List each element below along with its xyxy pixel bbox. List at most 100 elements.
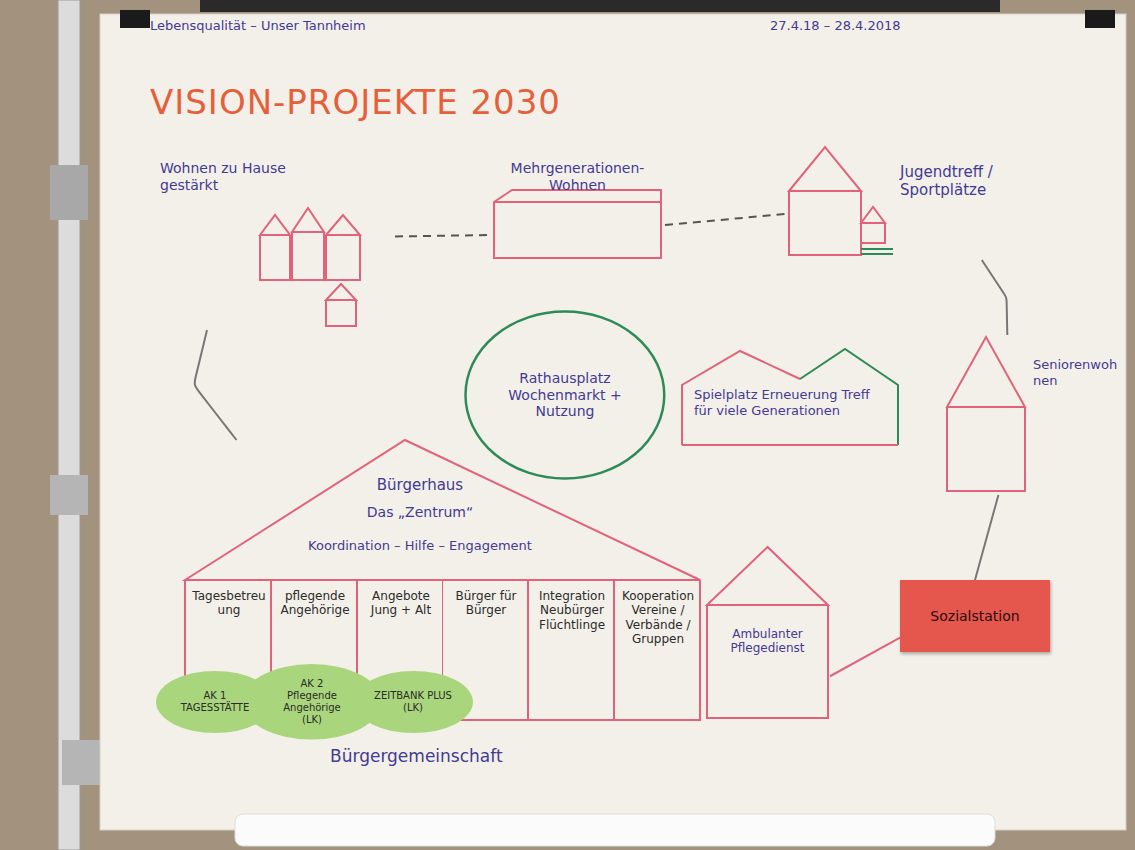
stand-clamp bbox=[62, 740, 100, 785]
house-outline bbox=[861, 207, 885, 243]
top-shadow bbox=[200, 0, 1000, 12]
ground-line bbox=[861, 249, 893, 254]
column-box: Integration Neubürger Flüchtlinge bbox=[528, 580, 614, 720]
house-outline bbox=[292, 208, 324, 280]
paper-sheet bbox=[100, 14, 1126, 830]
housing-cluster: Wohnen zu Hause gestärkt bbox=[160, 160, 395, 330]
node-text: Wohnen zu Hause gestärkt bbox=[160, 160, 310, 194]
house-outline bbox=[789, 147, 861, 255]
node-text: TAGESSTÄTTE bbox=[181, 702, 250, 714]
note-label: 27.4.18 – 28.4.2018 bbox=[770, 18, 1070, 34]
shape-outline bbox=[785, 145, 1025, 260]
text-slot: Wohnen zu Hause gestärkt bbox=[160, 160, 310, 194]
node-text: Bürger für Bürger bbox=[447, 589, 525, 618]
label-slot: Bürgergemeinschaft bbox=[330, 746, 590, 766]
text-slot: Jugendtreff / Sportplätze bbox=[900, 163, 1022, 199]
node-text: Sozialstation bbox=[930, 608, 1019, 625]
label-slot: 27.4.18 – 28.4.2018 bbox=[770, 18, 1070, 34]
node-text: Pflegende Angehörige bbox=[266, 690, 358, 714]
node-text: Kooperation Vereine / Verbände / Gruppen bbox=[619, 589, 697, 647]
text-slot: Integration Neubürger Flüchtlinge bbox=[533, 589, 611, 632]
column-box: Bürger für Bürger bbox=[442, 580, 528, 720]
house-outline bbox=[260, 215, 290, 280]
house-outline bbox=[947, 337, 1025, 491]
node-text: Angebote Jung + Alt bbox=[362, 589, 440, 618]
text-slot: Seniorenwohnen bbox=[1033, 357, 1119, 388]
text-slot: Koordination – Hilfe – Engagement bbox=[255, 538, 585, 554]
roof-outline bbox=[185, 440, 700, 580]
sticky-note: Sozialstation bbox=[900, 580, 1050, 652]
house-outline bbox=[326, 215, 360, 280]
stand-pole bbox=[58, 0, 80, 850]
house-outline bbox=[185, 580, 700, 720]
node-text: (LK) bbox=[302, 714, 322, 726]
connector-line bbox=[195, 330, 237, 440]
paper-roll bbox=[235, 814, 995, 846]
community-house: BürgerhausDas „Zentrum“ Koordination – Hi… bbox=[185, 440, 700, 720]
connector-line bbox=[665, 214, 785, 225]
oval-fill bbox=[242, 664, 381, 740]
node-text: pflegende Angehörige bbox=[276, 589, 354, 618]
node-text: Spielplatz Erneuerung Treff für viele Ge… bbox=[694, 387, 886, 418]
house-outline bbox=[326, 284, 356, 326]
binder-clip bbox=[120, 10, 150, 28]
circle-outline bbox=[466, 312, 665, 479]
stand-clamp bbox=[50, 165, 88, 220]
node-text: Bürgerhaus bbox=[300, 476, 540, 494]
node-text: Seniorenwohnen bbox=[1033, 357, 1119, 388]
house-outline bbox=[707, 547, 828, 718]
workgroup-oval: AK 2Pflegende Angehörige(LK) bbox=[242, 664, 381, 740]
connector-line bbox=[982, 260, 1008, 335]
node-text: Mehrgenerationen-Wohnen bbox=[490, 160, 665, 194]
connector-line bbox=[395, 235, 490, 237]
care-house: Ambulanter Pflegedienst bbox=[705, 545, 830, 720]
stand-clamp bbox=[50, 475, 88, 515]
node-text: Tagesbetreuung bbox=[190, 589, 268, 618]
note-label: Lebensqualität – Unser Tannheim bbox=[150, 18, 570, 34]
node-text: Koordination – Hilfe – Engagement bbox=[255, 538, 585, 554]
senior-house: Seniorenwohnen bbox=[945, 335, 1123, 495]
note-label: Bürgergemeinschaft bbox=[330, 746, 590, 766]
label-slot: Lebensqualität – Unser Tannheim bbox=[150, 18, 570, 34]
binder-clip bbox=[1085, 10, 1115, 28]
node-text: Jugendtreff / Sportplätze bbox=[900, 163, 1022, 199]
text-slot: Das „Zentrum“ bbox=[300, 504, 540, 521]
connector-line bbox=[830, 638, 900, 677]
youth-house: Jugendtreff / Sportplätze bbox=[785, 145, 1025, 260]
text-slot: pflegende Angehörige bbox=[276, 589, 354, 618]
node-text: (LK) bbox=[403, 702, 423, 714]
playground-house: Spielplatz Erneuerung Treff für viele Ge… bbox=[680, 345, 900, 447]
house-outline bbox=[682, 444, 898, 446]
text-slot: Mehrgenerationen-Wohnen bbox=[490, 160, 665, 194]
column-box: Tagesbetreuung bbox=[185, 580, 271, 720]
text-slot: Bürger für Bürger bbox=[447, 589, 525, 618]
oval-fill bbox=[354, 671, 473, 733]
connector-line bbox=[975, 495, 998, 580]
multigeneration-house: Mehrgenerationen-Wohnen bbox=[490, 160, 665, 260]
workgroup-oval: AK 1TAGESSTÄTTE bbox=[156, 671, 274, 733]
node-text: Das „Zentrum“ bbox=[300, 504, 540, 521]
node-text: Rathausplatz Wochenmarkt + Nutzung bbox=[498, 370, 633, 420]
text-slot: Tagesbetreuung bbox=[190, 589, 268, 618]
text-slot: Spielplatz Erneuerung Treff für viele Ge… bbox=[694, 387, 886, 418]
title: VISION-PROJEKTE 2030 bbox=[150, 82, 710, 123]
node-text: AK 1 bbox=[204, 690, 227, 702]
workgroup-oval: ZEITBANK PLUS(LK) bbox=[354, 671, 473, 733]
text-slot: Ambulanter Pflegedienst bbox=[713, 627, 822, 656]
house-outline bbox=[494, 190, 661, 258]
oval-fill bbox=[156, 671, 274, 733]
text-slot: Kooperation Vereine / Verbände / Gruppen bbox=[619, 589, 697, 647]
node-text: ZEITBANK PLUS bbox=[374, 690, 452, 702]
node-text: AK 2 bbox=[301, 678, 324, 690]
text-slot: Angebote Jung + Alt bbox=[362, 589, 440, 618]
node-text: Integration Neubürger Flüchtlinge bbox=[533, 589, 611, 632]
column-box: Kooperation Vereine / Verbände / Gruppen bbox=[614, 580, 700, 720]
node-text: Ambulanter Pflegedienst bbox=[713, 627, 822, 656]
title-slot: VISION-PROJEKTE 2030 bbox=[150, 82, 710, 123]
plaza-circle: Rathausplatz Wochenmarkt + Nutzung bbox=[464, 310, 666, 480]
